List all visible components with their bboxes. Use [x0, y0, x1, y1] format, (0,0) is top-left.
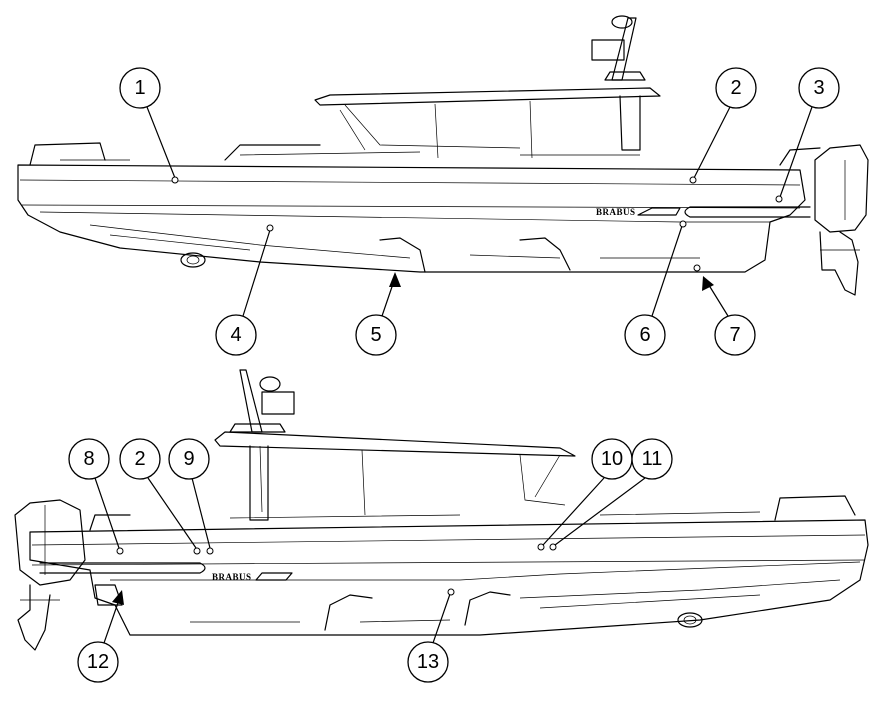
leader-lines [94, 106, 813, 644]
callout-7: 7 [714, 314, 756, 356]
callout-2: 2 [715, 67, 757, 109]
callout-number: 2 [134, 448, 145, 470]
callout-number: 10 [601, 448, 623, 470]
callout-6: 6 [624, 314, 666, 356]
hull-logo: BRABUS [596, 207, 636, 217]
callout-number: 12 [87, 651, 109, 673]
callout-10: 10 [591, 438, 633, 480]
callout-number: 13 [417, 651, 439, 673]
callout-number: 9 [183, 448, 194, 470]
callout-number: 5 [370, 324, 381, 346]
callout-number: 7 [729, 324, 740, 346]
callout-9: 9 [168, 438, 210, 480]
callout-8: 8 [68, 438, 110, 480]
callout-number: 11 [642, 448, 663, 470]
callout-number: 1 [134, 77, 145, 99]
callout-number: 3 [813, 77, 824, 99]
callout-number: 8 [83, 448, 94, 470]
callout-1: 1 [119, 67, 161, 109]
callout-3: 3 [798, 67, 840, 109]
callout-11: 11 [631, 438, 673, 480]
callout-number: 6 [639, 324, 650, 346]
callout-number: 4 [230, 324, 241, 346]
callout-5: 5 [355, 314, 397, 356]
arrowheads [112, 272, 714, 605]
callout-2b: 2 [119, 438, 161, 480]
boat-starboard-view: BRABUS [17, 15, 869, 296]
callout-13: 13 [407, 641, 449, 683]
leader-dots [116, 176, 783, 596]
callout-number: 2 [730, 77, 741, 99]
hull-logo: BRABUS [212, 572, 252, 582]
boat-port-view: BRABUS [14, 369, 869, 651]
callout-4: 4 [215, 314, 257, 356]
callout-12: 12 [77, 641, 119, 683]
